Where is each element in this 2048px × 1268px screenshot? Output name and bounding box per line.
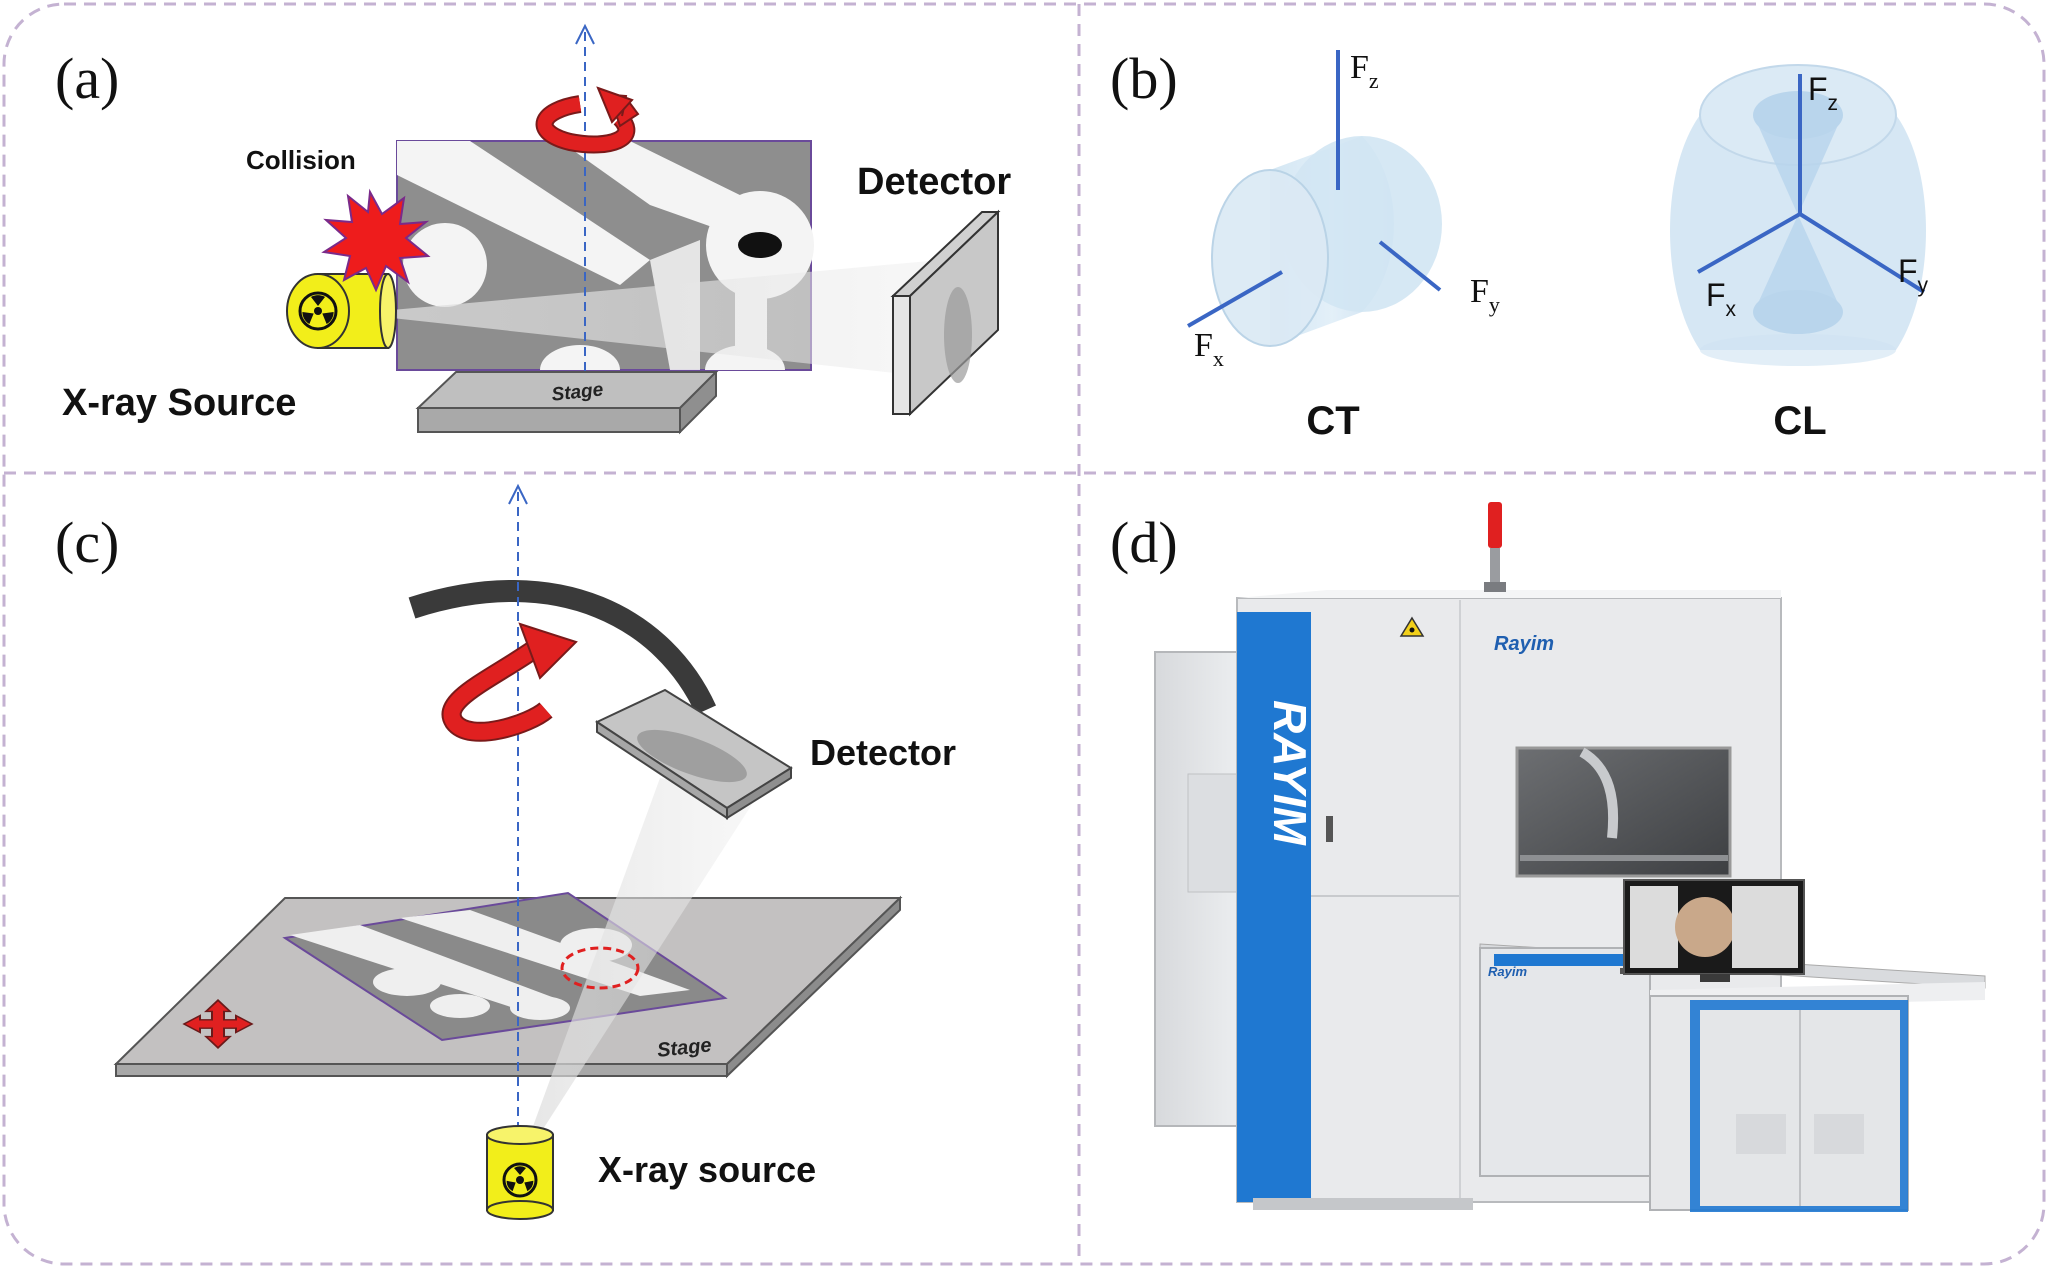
- move-cross-icon: [182, 999, 254, 1049]
- brand-logo-console: Rayim: [1488, 964, 1527, 979]
- radiation-icon: [298, 291, 338, 331]
- axis-arrowhead-c: [508, 483, 528, 505]
- svg-text:Fy: Fy: [1898, 253, 1929, 297]
- collision-label: Collision: [246, 145, 356, 175]
- inspection-spot: [560, 946, 640, 990]
- panel-b: (b) Fz Fy Fx CT: [1110, 46, 1929, 443]
- svg-text:Fz: Fz: [1350, 49, 1379, 93]
- detector-c: [594, 688, 793, 820]
- radiation-icon: [502, 1162, 538, 1198]
- panel-a-tag: (a): [55, 46, 119, 111]
- radiation-warning-sign: [1399, 616, 1425, 637]
- xray-beam-c: [528, 778, 758, 1140]
- panel-d-tag: (d): [1110, 510, 1178, 575]
- rotation-arrow-icon: [535, 86, 640, 154]
- monitor: [1623, 879, 1805, 982]
- ct-label: CT: [1306, 399, 1359, 443]
- panel-d: (d) RAYIM Rayim: [1110, 502, 1986, 1212]
- ct-force-axes: [1187, 50, 1442, 328]
- brand-vertical-text: RAYIM: [1264, 700, 1316, 846]
- ct-cylinder: [1211, 136, 1442, 347]
- svg-text:Fy: Fy: [1470, 273, 1500, 317]
- source-label-a: X-ray Source: [62, 382, 296, 424]
- svg-text:Fx: Fx: [1706, 277, 1737, 321]
- beacon-light-icon: [1484, 502, 1506, 592]
- stage-a: Stage: [415, 369, 719, 435]
- rotation-arrow-icon: [441, 622, 578, 742]
- xray-source-a: [286, 273, 397, 349]
- brand-stripe: [1237, 612, 1311, 1202]
- detector-arm: [408, 580, 717, 715]
- panel-a: (a) Stage De: [55, 23, 1011, 435]
- detector-label-a: Detector: [857, 161, 1011, 203]
- cl-axis-labels: Fz Fy Fx: [1706, 71, 1929, 321]
- cl-label: CL: [1773, 399, 1826, 443]
- cl-force-axes: [1697, 74, 1926, 294]
- ct-axis-labels: Fz Fy Fx: [1194, 49, 1500, 371]
- control-console: Rayim: [1479, 943, 1986, 1212]
- xray-beam-a: [392, 260, 940, 378]
- axis-arrowhead-a: [575, 23, 595, 45]
- svg-text:Fz: Fz: [1808, 71, 1838, 115]
- machine-window: [1515, 746, 1732, 878]
- xray-source-c: [486, 1125, 554, 1220]
- source-label-c: X-ray source: [598, 1149, 816, 1190]
- panel-c-tag: (c): [55, 510, 119, 575]
- svg-text:Fx: Fx: [1194, 327, 1224, 371]
- brand-logo-top: Rayim: [1494, 633, 1554, 655]
- panel-c: (c) Stage: [55, 483, 956, 1220]
- collision-burst-icon: [321, 188, 431, 293]
- panel-b-tag: (b): [1110, 46, 1178, 111]
- detector-label-c: Detector: [810, 732, 956, 773]
- detector-a: [890, 209, 1001, 417]
